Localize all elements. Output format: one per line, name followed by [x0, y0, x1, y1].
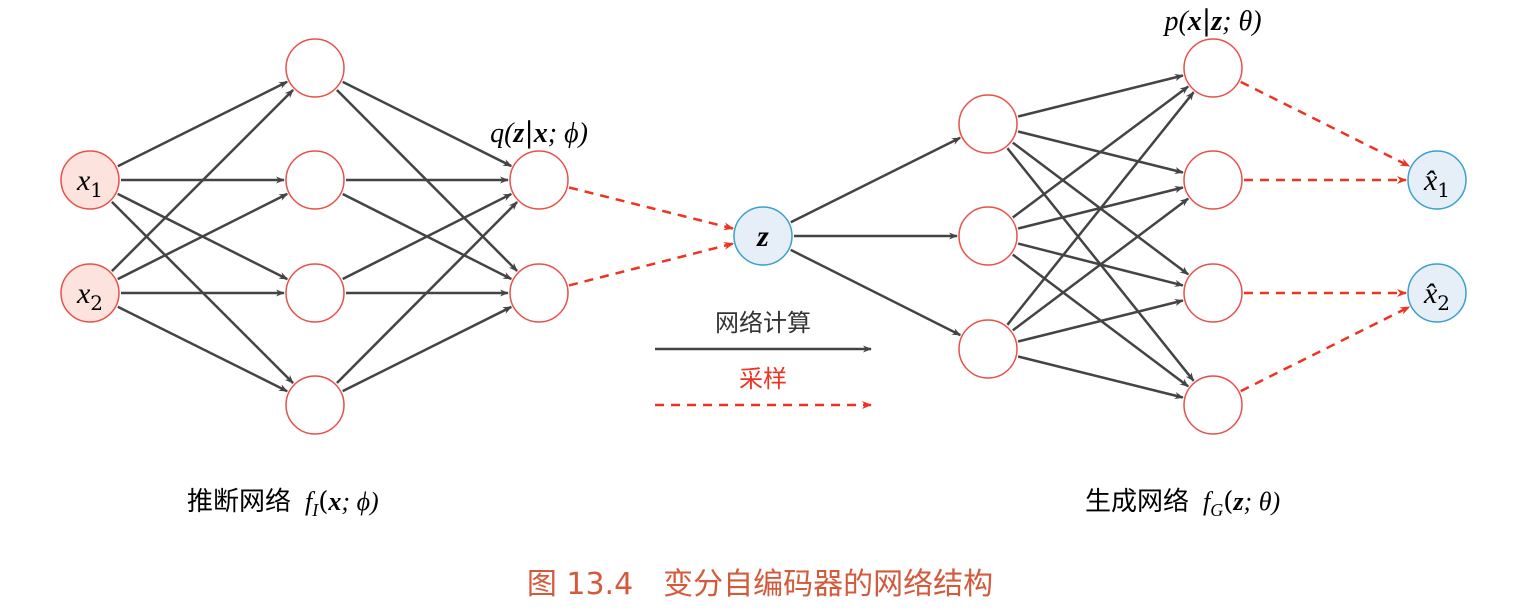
- latent-node-z-label: z: [756, 220, 769, 253]
- compute-edge: [342, 305, 513, 393]
- decoder-hidden-node: [958, 206, 1018, 266]
- compute-edge: [111, 89, 294, 272]
- compute-edge: [1017, 355, 1184, 400]
- encoder-hidden-node: [285, 38, 345, 98]
- legend-compute-label: 网络计算: [715, 309, 811, 337]
- compute-edge: [117, 192, 289, 281]
- input-node-x1: [60, 150, 120, 210]
- sample-edge: [568, 186, 734, 231]
- input-node-x2: [60, 263, 120, 323]
- output-node-xhat1: [1407, 150, 1467, 210]
- compute-edge: [342, 192, 513, 281]
- input-node-x1-label: x1: [76, 164, 103, 202]
- compute-edge: [117, 80, 289, 168]
- sample-edge: [1240, 305, 1411, 393]
- figure-caption: 图 13.4 变分自编码器的网络结构: [527, 567, 993, 602]
- compute-edge: [790, 136, 962, 224]
- network-nodes: x1 x2 z x̂1 x̂2: [60, 38, 1467, 435]
- network-edges: [111, 73, 1411, 400]
- decoder-output-node: [1183, 38, 1243, 98]
- decoder-output-node: [1183, 375, 1243, 435]
- encoder-output-node: [509, 263, 569, 323]
- compute-edge: [1012, 85, 1189, 219]
- compute-edge: [117, 305, 289, 393]
- output-node-xhat2: [1407, 263, 1467, 323]
- p-distribution-label: p(x|z; θ): [1162, 4, 1261, 37]
- compute-edge: [336, 201, 518, 384]
- decoder-hidden-node: [958, 94, 1018, 154]
- decoder-output-node: [1183, 150, 1243, 210]
- output-node-xhat2-label: x̂2: [1423, 277, 1450, 315]
- decoder-output-node: [1183, 263, 1243, 323]
- compute-edge: [1017, 298, 1184, 343]
- decoder-hidden-node: [958, 319, 1018, 379]
- latent-node-z: [733, 206, 793, 266]
- compute-edge: [1012, 197, 1189, 332]
- encoder-hidden-node: [285, 263, 345, 323]
- legend-sample-label: 采样: [739, 365, 787, 393]
- compute-edge: [1017, 73, 1184, 118]
- compute-edge: [790, 248, 962, 337]
- encoder-hidden-node: [285, 150, 345, 210]
- encoder-output-node: [509, 150, 569, 210]
- output-node-xhat1-label: x̂1: [1423, 164, 1450, 202]
- compute-edge: [342, 80, 513, 168]
- encoder-hidden-node: [285, 375, 345, 435]
- sample-edge: [1240, 80, 1411, 168]
- input-node-x2-label: x2: [76, 277, 103, 315]
- sample-edge: [568, 241, 734, 287]
- q-distribution-label: q(z|x; ϕ): [490, 116, 588, 149]
- compute-edge: [1006, 91, 1195, 326]
